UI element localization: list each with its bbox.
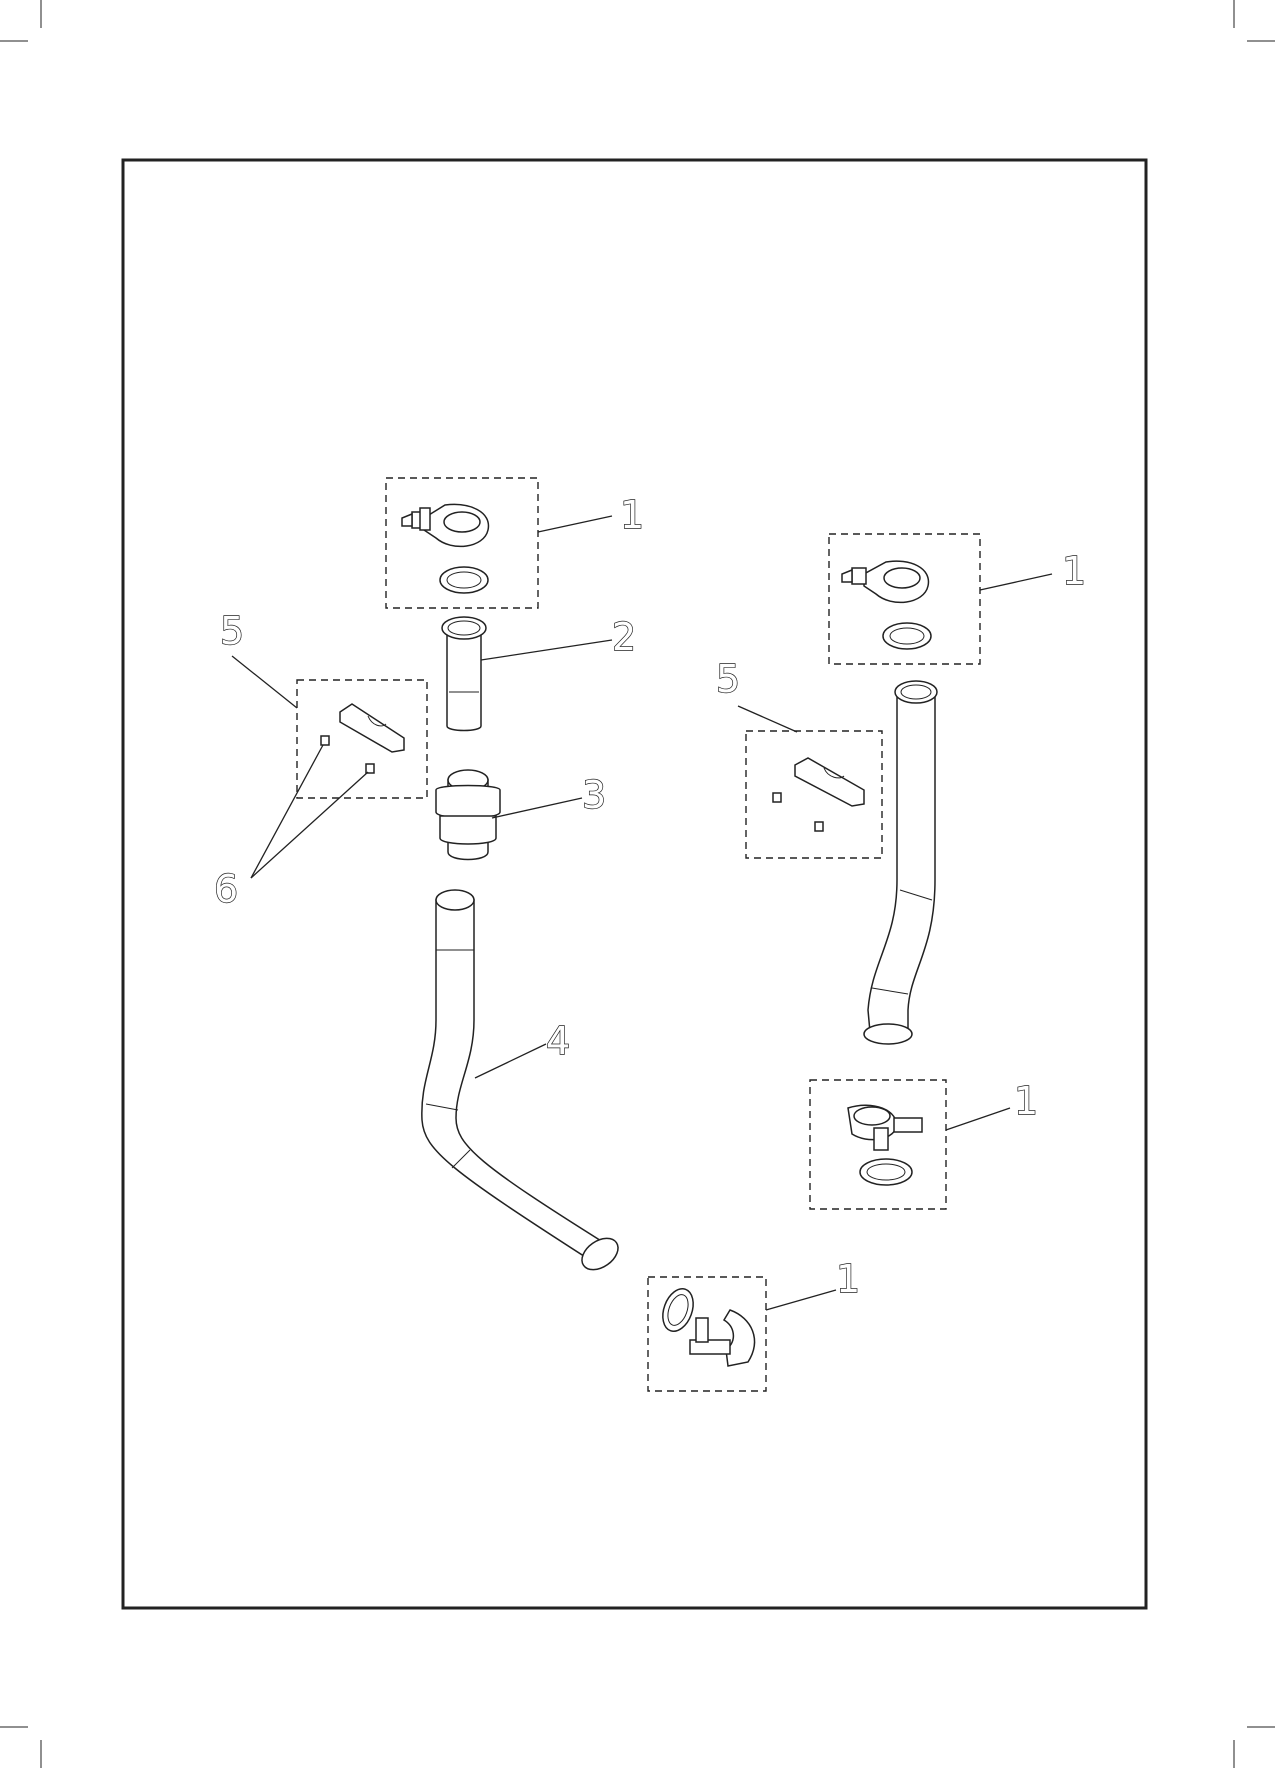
- callout-6: 6: [214, 867, 238, 911]
- gasket-ring-icon: [657, 1285, 698, 1336]
- callout-1-right-bottom: 1: [1014, 1079, 1038, 1123]
- bracket-kit-box-left: [297, 680, 427, 798]
- union-fitting-part-3: [436, 770, 500, 860]
- callout-4: 4: [546, 1019, 570, 1063]
- callout-1-top-left: 1: [620, 493, 644, 537]
- ferrule-pipe-part-2: [442, 617, 486, 731]
- callout-3: 3: [582, 773, 606, 817]
- gasket-ring-icon: [860, 1159, 912, 1185]
- clamp-icon: [842, 561, 928, 602]
- clamp-icon: [690, 1310, 754, 1366]
- callout-1-bottom: 1: [836, 1257, 860, 1301]
- callout-2: 2: [612, 615, 636, 659]
- callout-5-left: 5: [220, 609, 244, 653]
- bent-pipe-part-4: [422, 890, 624, 1276]
- clamp-icon: [848, 1105, 922, 1150]
- bracket-plate-icon: [795, 758, 864, 806]
- screw-icons: [321, 736, 374, 773]
- drawing-frame: [123, 160, 1146, 1608]
- callout-5-right: 5: [716, 657, 740, 701]
- long-pipe-right: [864, 681, 937, 1044]
- screw-icons: [773, 793, 823, 831]
- gasket-ring-icon: [883, 623, 931, 649]
- bracket-plate-icon: [340, 704, 404, 752]
- gasket-ring-icon: [440, 567, 488, 593]
- clamp-icon: [402, 504, 488, 546]
- callout-1-top-right: 1: [1062, 549, 1086, 593]
